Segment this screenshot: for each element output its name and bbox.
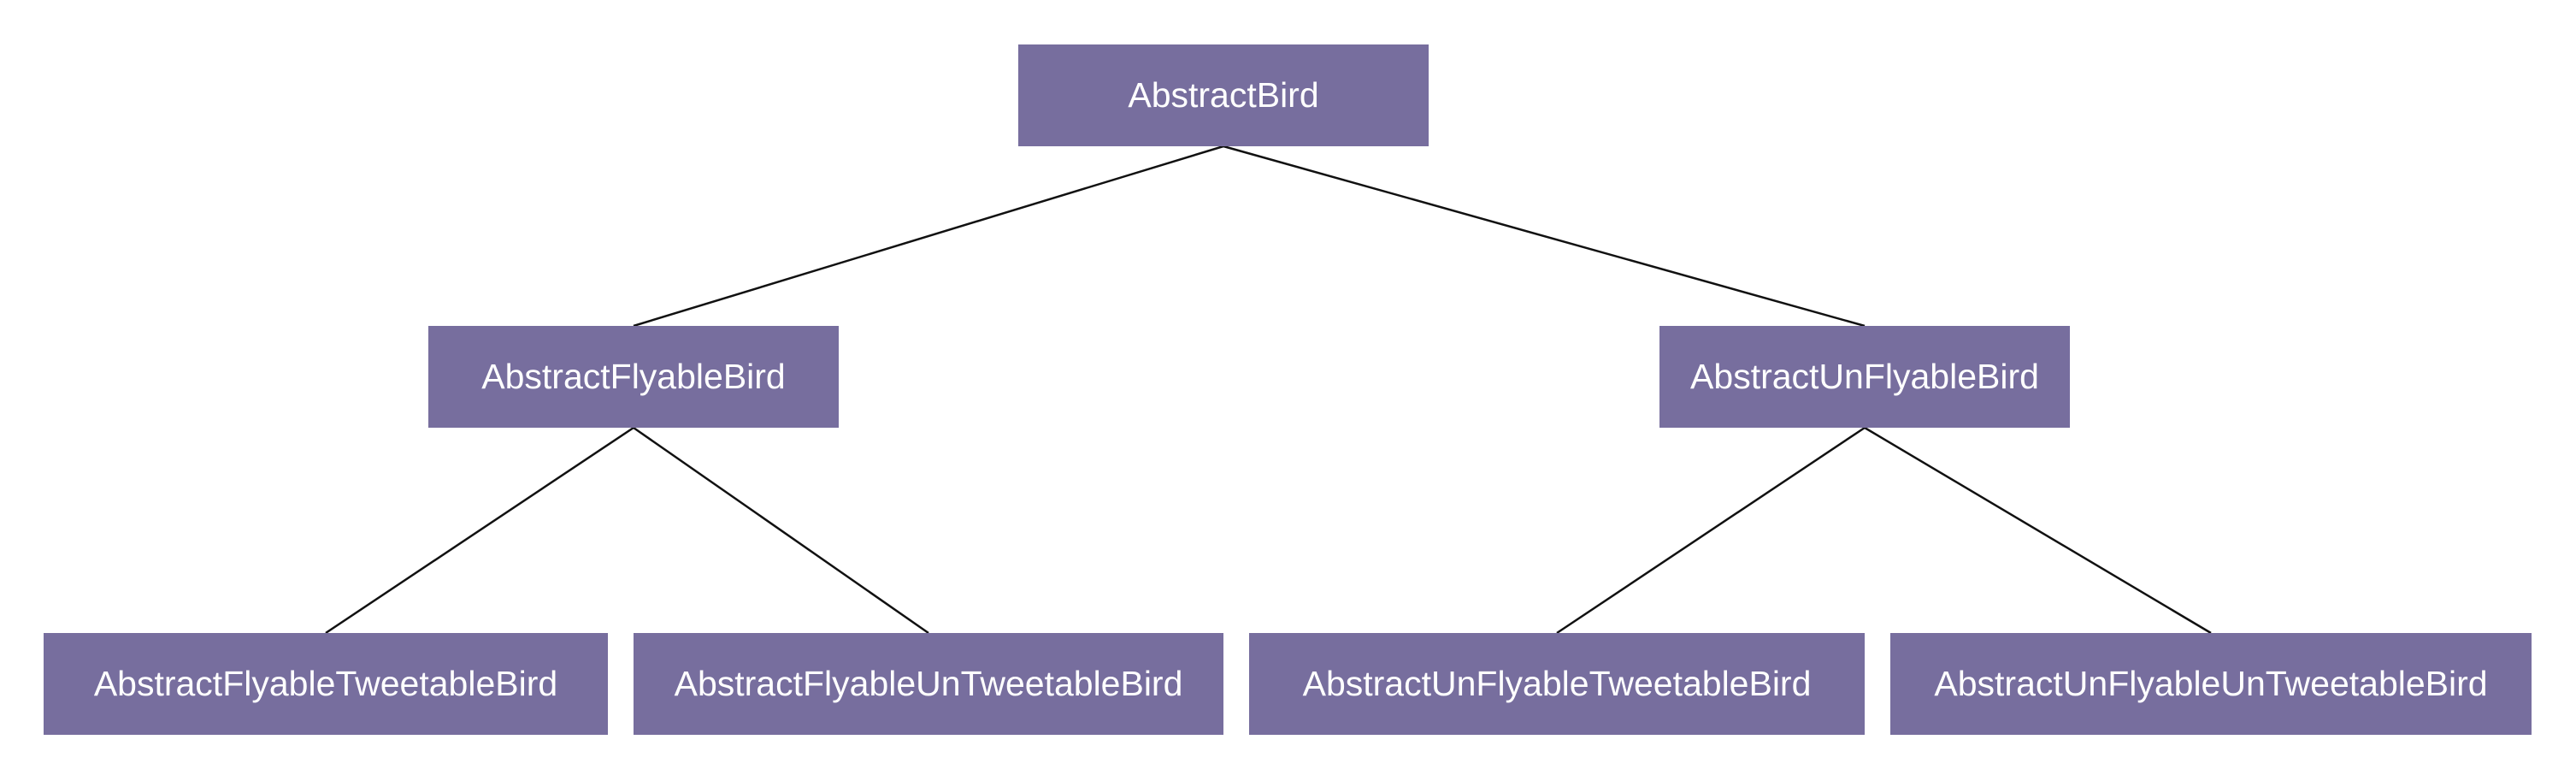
node-abstract-unflyable-untweetable-bird: AbstractUnFlyableUnTweetableBird: [1890, 633, 2532, 735]
edge-root-to-unflyable: [1223, 145, 1866, 328]
edge-unflyable-to-unflyable_untweetable: [1864, 426, 2212, 635]
edge-unflyable-to-unflyable_tweetable: [1556, 426, 1866, 635]
node-abstract-bird: AbstractBird: [1018, 44, 1429, 146]
node-abstract-flyable-bird: AbstractFlyableBird: [428, 326, 839, 428]
edge-root-to-flyable: [633, 145, 1224, 328]
node-abstract-unflyable-tweetable-bird: AbstractUnFlyableTweetableBird: [1249, 633, 1865, 735]
edge-flyable-to-flyable_tweetable: [325, 426, 634, 635]
node-abstract-flyable-tweetable-bird: AbstractFlyableTweetableBird: [44, 633, 608, 735]
edge-flyable-to-flyable_untweetable: [633, 426, 929, 635]
node-abstract-flyable-untweetable-bird: AbstractFlyableUnTweetableBird: [634, 633, 1223, 735]
node-abstract-unflyable-bird: AbstractUnFlyableBird: [1659, 326, 2070, 428]
